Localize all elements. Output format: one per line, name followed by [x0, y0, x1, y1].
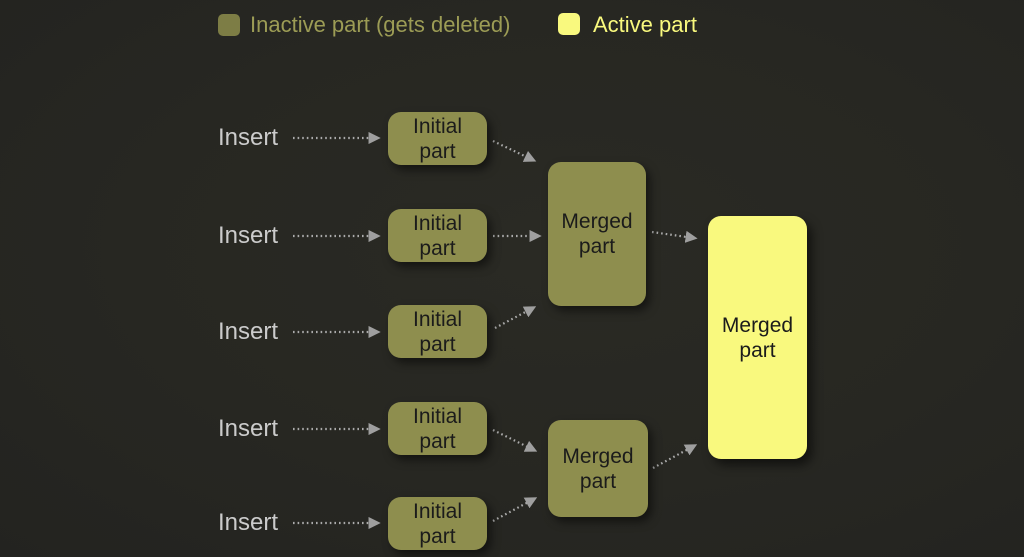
node-label-line: part	[419, 429, 456, 453]
insert-label-3: Insert	[218, 318, 279, 345]
node-label-line: part	[419, 236, 456, 260]
node-label-line: part	[419, 332, 456, 356]
initial-part-node-1: Initial part	[388, 112, 487, 165]
active-part-swatch-icon	[558, 13, 580, 35]
node-label-line: part	[578, 235, 616, 258]
node-label-line: Initial	[412, 211, 463, 235]
legend-active-label: Active part	[593, 12, 697, 37]
initial-part-node-3: Initial part	[388, 305, 487, 358]
insert-label-4: Insert	[218, 415, 279, 442]
arrow-initial4-to-merged2	[492, 429, 538, 452]
node-label-line: part	[739, 338, 776, 362]
node-label-line: part	[419, 524, 456, 548]
initial-part-node-4: Initial part	[388, 402, 487, 455]
node-label-line: part	[579, 469, 617, 493]
node-label-line: Initial	[412, 404, 463, 428]
merged-part-node-final-active: Merged part	[708, 216, 807, 459]
legend-inactive-label: Inactive part (gets deleted)	[250, 12, 511, 37]
node-label-line: Initial	[412, 499, 463, 523]
node-label-line: Merged	[721, 313, 794, 337]
node-label-line: Initial	[412, 114, 463, 138]
merged-part-node-1: Merged part	[548, 162, 646, 306]
node-label-line: Initial	[412, 307, 463, 331]
arrow-initial1-to-merged1	[492, 140, 537, 162]
inactive-part-swatch-icon	[218, 14, 240, 36]
node-label-line: Merged	[561, 210, 633, 233]
insert-label-5: Insert	[218, 509, 279, 536]
node-label-line: part	[419, 139, 456, 163]
node-label-line: Merged	[562, 444, 634, 468]
merged-part-node-2: Merged part	[548, 420, 648, 517]
insert-label-2: Insert	[218, 222, 279, 249]
initial-part-node-5: Initial part	[388, 497, 487, 550]
initial-part-node-2: Initial part	[388, 209, 487, 262]
arrow-merged1-to-final	[651, 230, 698, 243]
insert-label-1: Insert	[218, 124, 279, 151]
arrow-merged2-to-final	[652, 444, 698, 469]
arrow-initial5-to-merged2	[492, 497, 538, 522]
arrow-initial3-to-merged1	[494, 306, 537, 329]
